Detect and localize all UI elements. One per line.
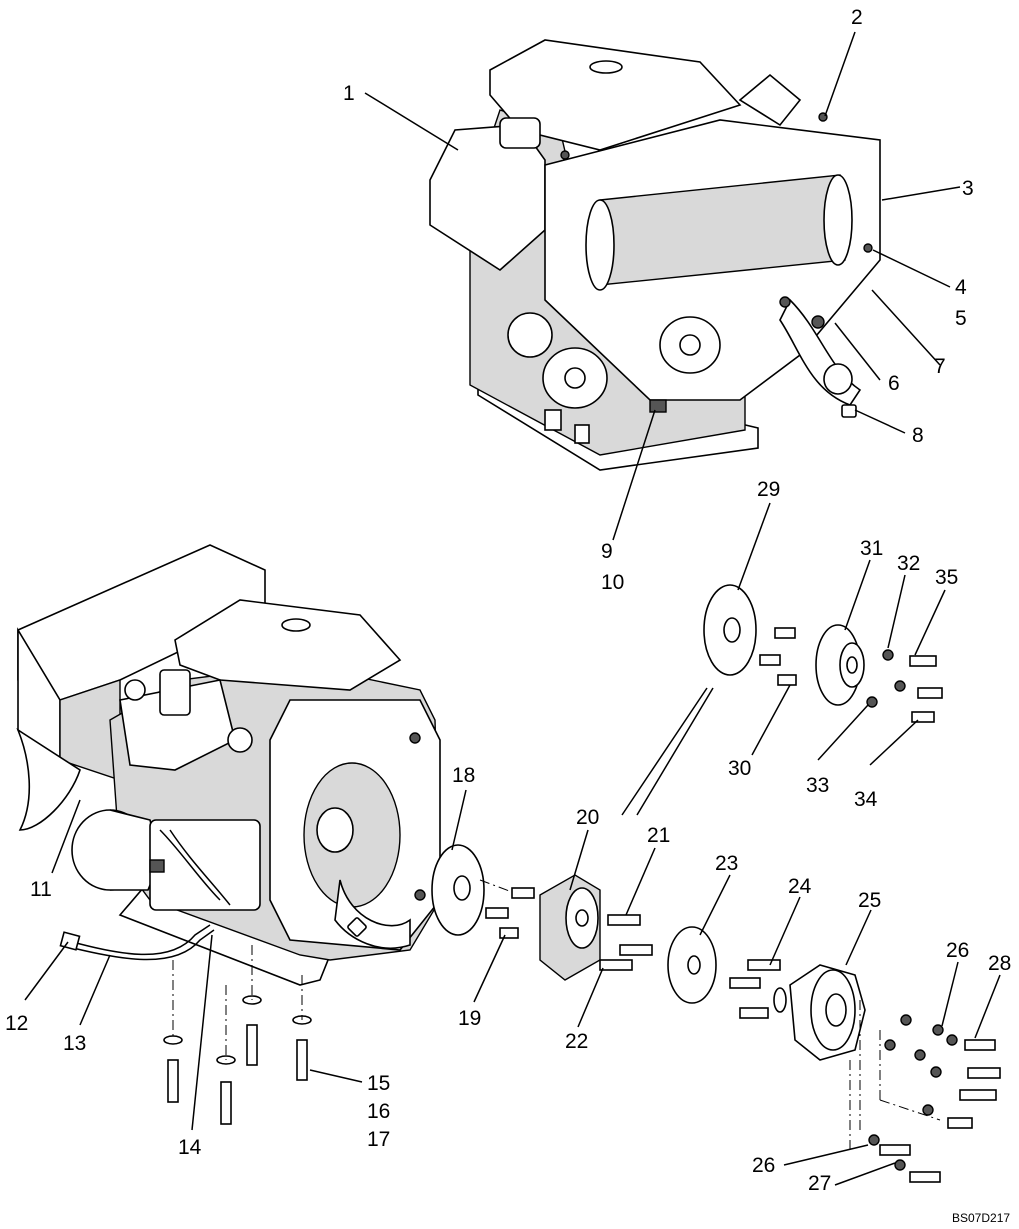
callout-27: 27 bbox=[808, 1172, 831, 1195]
callout-34: 34 bbox=[854, 788, 878, 811]
callout-4: 4 bbox=[955, 276, 967, 299]
mounting-bolts bbox=[163, 945, 312, 1125]
callout-10: 10 bbox=[601, 571, 624, 594]
callout-25: 25 bbox=[858, 889, 881, 912]
callout-16: 16 bbox=[367, 1100, 390, 1123]
callout-9: 9 bbox=[601, 540, 613, 563]
callout-26-top: 26 bbox=[946, 939, 969, 962]
callout-8: 8 bbox=[912, 424, 924, 447]
callout-23: 23 bbox=[715, 852, 738, 875]
callout-31: 31 bbox=[860, 537, 883, 560]
callout-13: 13 bbox=[63, 1032, 86, 1055]
callout-21: 21 bbox=[647, 824, 670, 847]
callout-6: 6 bbox=[888, 372, 900, 395]
lower-engine-assembly bbox=[16, 544, 441, 1125]
callout-20: 20 bbox=[576, 806, 599, 829]
callout-labels: 1 2 3 4 5 6 7 8 9 10 11 12 13 14 15 16 1… bbox=[5, 6, 1011, 1225]
callout-2: 2 bbox=[851, 6, 863, 29]
callout-30: 30 bbox=[728, 757, 751, 780]
callout-26-bottom: 26 bbox=[752, 1154, 775, 1177]
callout-18: 18 bbox=[452, 764, 475, 787]
reference-code: BS07D217 bbox=[952, 1211, 1010, 1225]
callout-28: 28 bbox=[988, 952, 1011, 975]
coupling-parts bbox=[431, 584, 1001, 1183]
callout-22: 22 bbox=[565, 1030, 588, 1053]
callout-35: 35 bbox=[935, 566, 958, 589]
callout-33: 33 bbox=[806, 774, 829, 797]
callout-7: 7 bbox=[934, 355, 946, 378]
callout-3: 3 bbox=[962, 177, 974, 200]
leader-lines bbox=[24, 31, 1001, 1186]
callout-5: 5 bbox=[955, 307, 967, 330]
callout-24: 24 bbox=[788, 875, 812, 898]
callout-14: 14 bbox=[178, 1136, 202, 1159]
callout-17: 17 bbox=[367, 1128, 390, 1151]
upper-engine-assembly bbox=[429, 39, 881, 471]
callout-1: 1 bbox=[343, 82, 355, 105]
callout-19: 19 bbox=[458, 1007, 481, 1030]
callout-32: 32 bbox=[897, 552, 920, 575]
callout-15: 15 bbox=[367, 1072, 390, 1095]
callout-11: 11 bbox=[30, 878, 52, 901]
callout-12: 12 bbox=[5, 1012, 28, 1035]
callout-29: 29 bbox=[757, 478, 780, 501]
